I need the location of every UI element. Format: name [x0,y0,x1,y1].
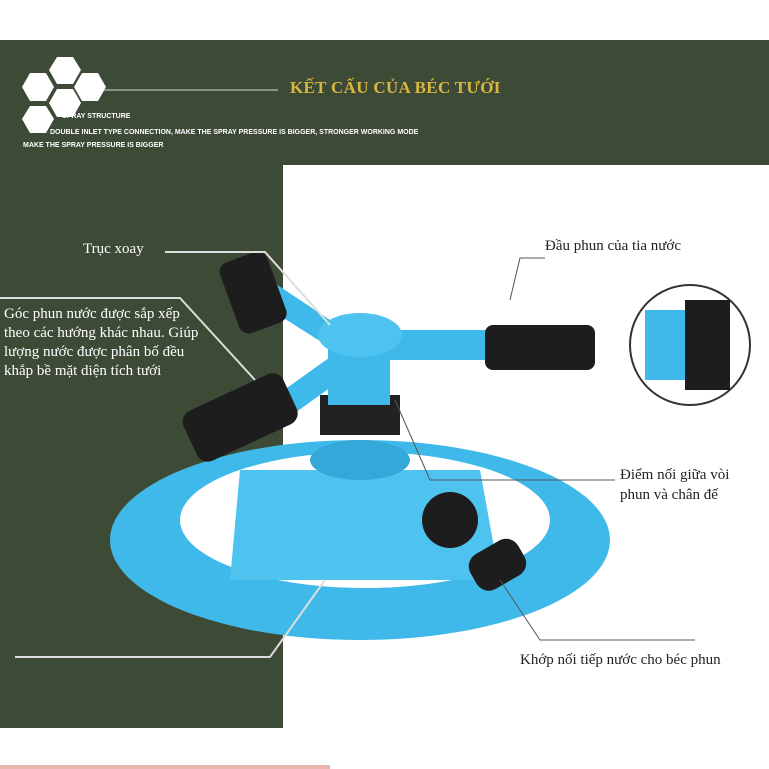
bottom-accent-line [0,765,330,769]
hexagon-logo [22,57,106,133]
description-line-2: MAKE THE SPRAY PRESSURE IS BIGGER [23,142,164,149]
page-title: KẾT CẤU CỦA BÉC TƯỚI [290,78,501,97]
label-joint: Điểm nối giữa vòi phun và chân đế [620,467,730,503]
subtitle: SPRAY STRUCTURE [62,113,131,120]
label-spray-angle: Góc phun nước được sắp xếp theo các hướn… [4,306,199,379]
label-nozzle: Đầu phun của tia nước [545,238,682,254]
description-line-1: DOUBLE INLET TYPE CONNECTION, MAKE THE S… [50,129,419,136]
label-axis: Trục xoay [83,241,144,257]
header-band [0,40,769,165]
label-connector: Khớp nối tiếp nước cho béc phun [520,652,721,668]
